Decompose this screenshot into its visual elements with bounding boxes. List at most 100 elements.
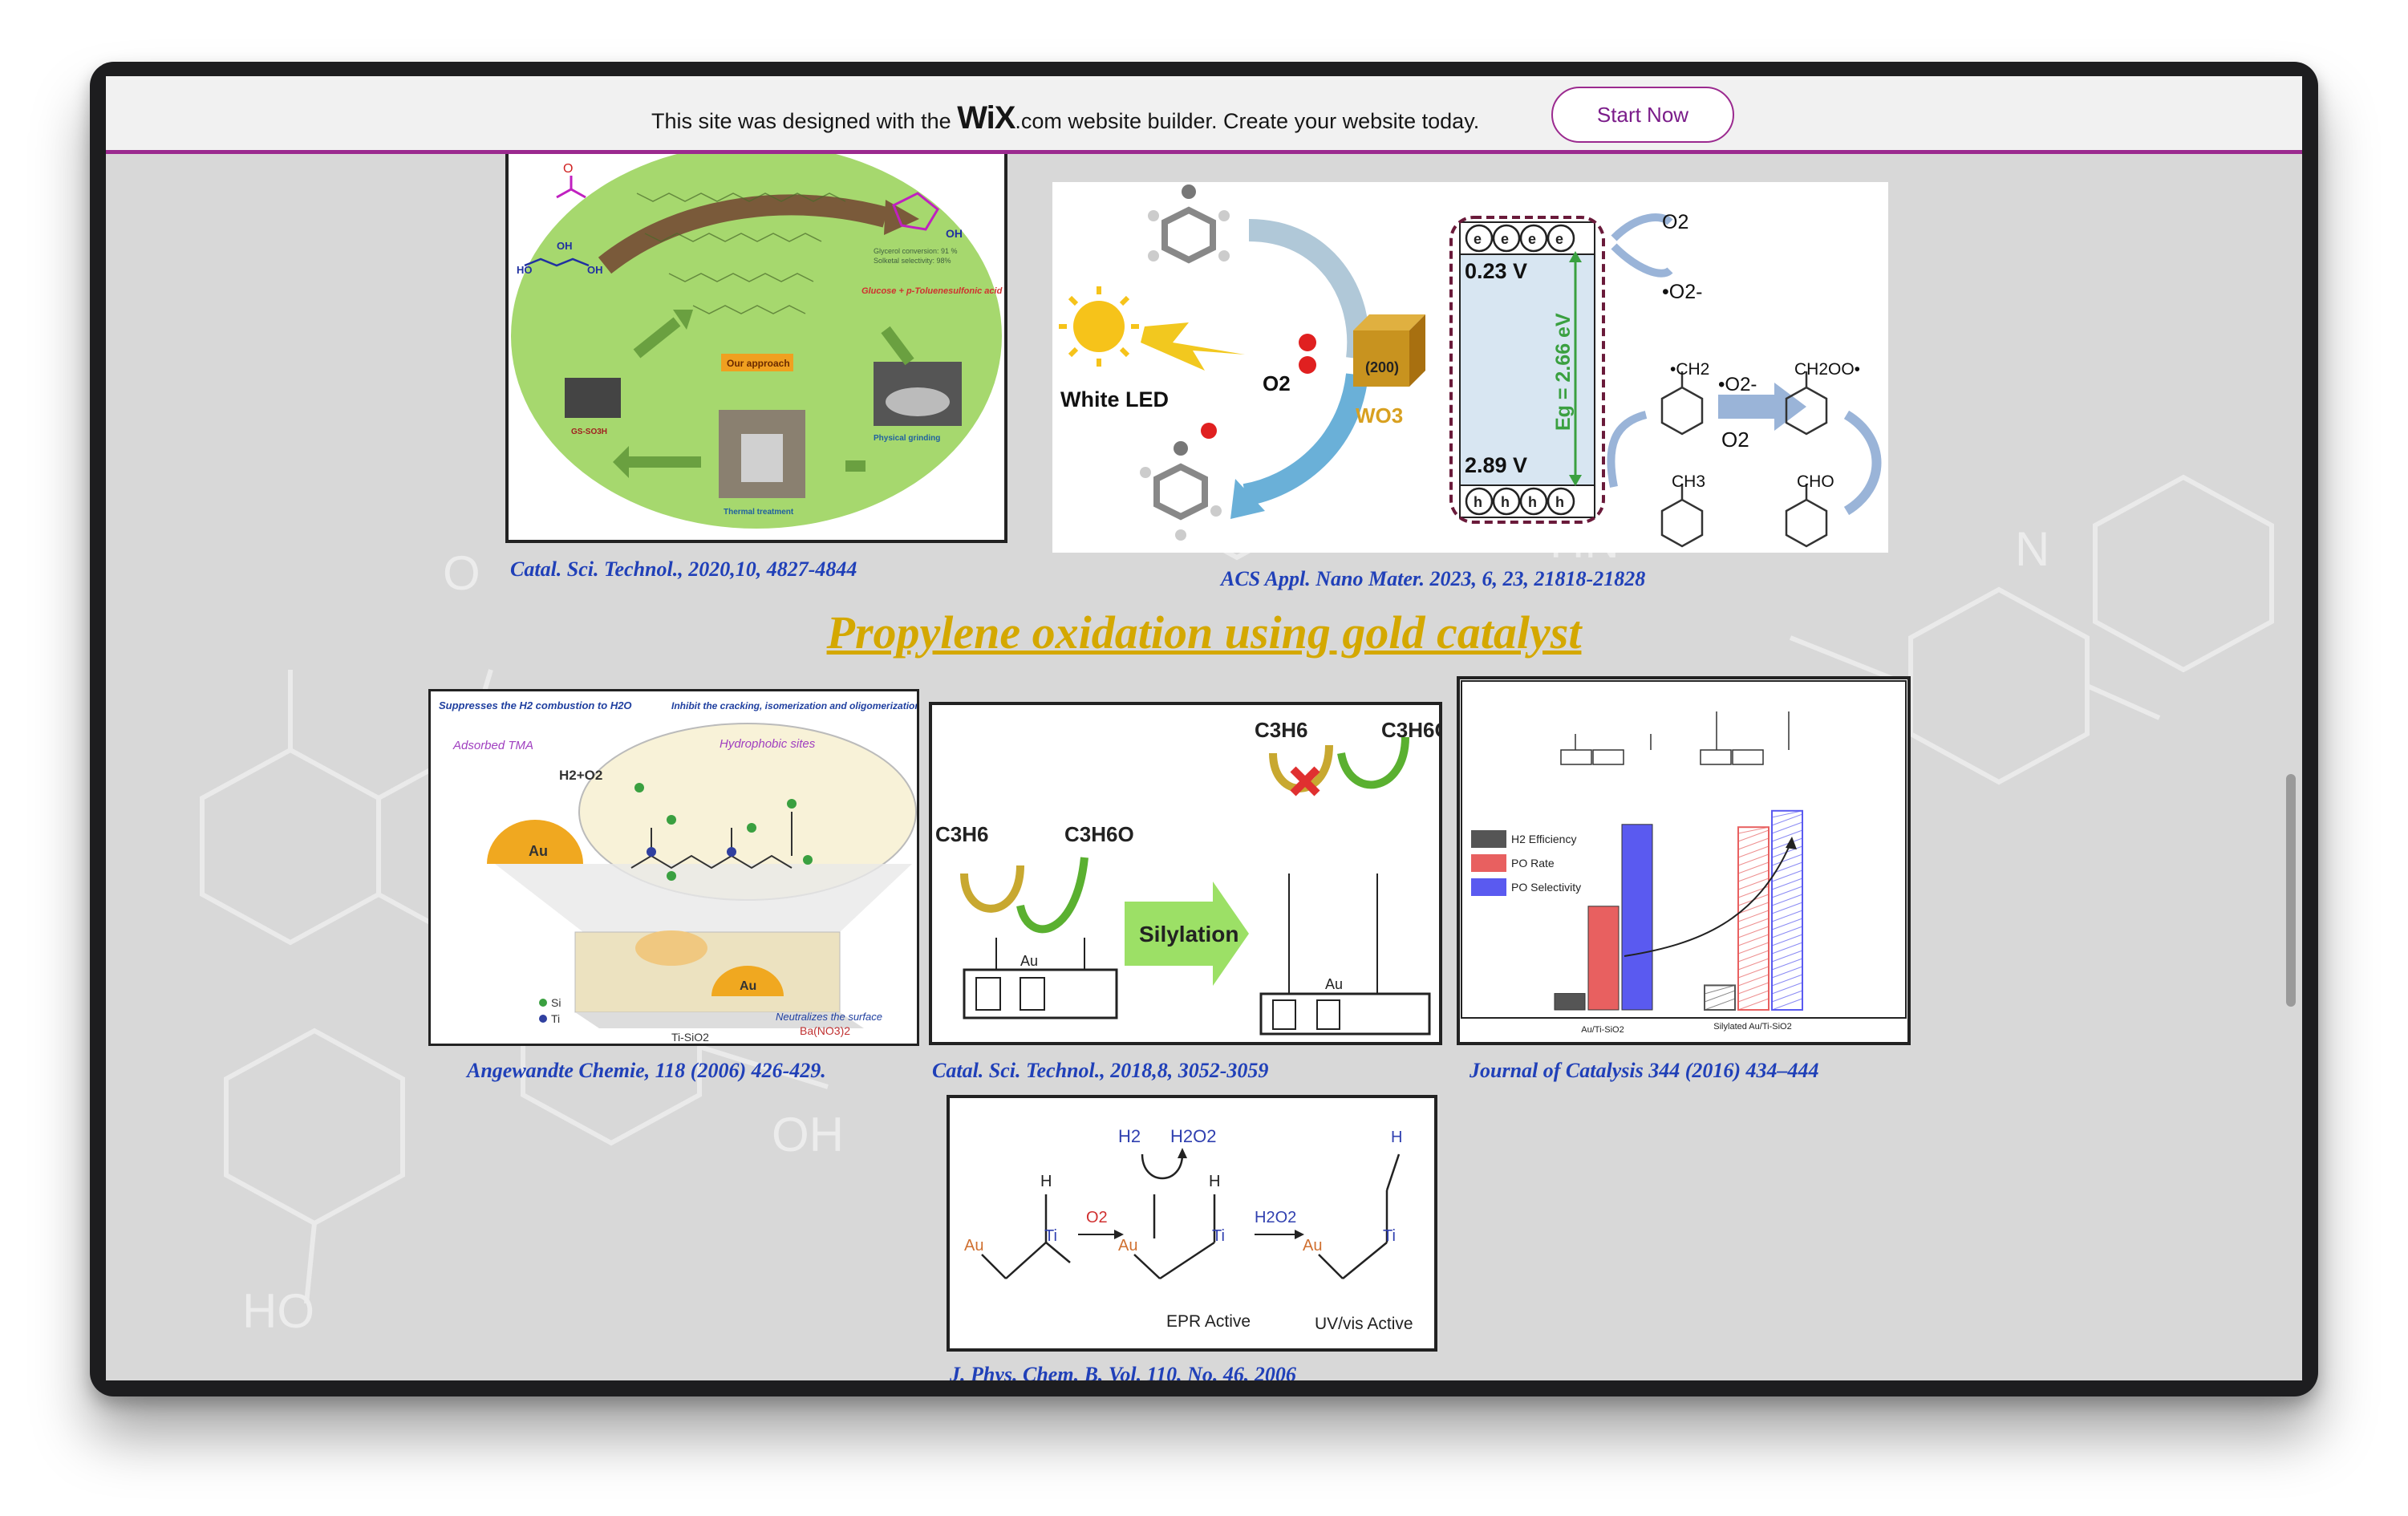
solketal-selectivity: Solketal selectivity: 98% bbox=[874, 257, 951, 265]
bar-hatch bbox=[1737, 958, 1770, 971]
svg-text:O: O bbox=[563, 162, 573, 176]
legend-swatch-3 bbox=[1471, 878, 1506, 896]
note-left: Suppresses the H2 combustion to H2O bbox=[439, 699, 632, 711]
start-now-button[interactable]: Start Now bbox=[1551, 87, 1734, 143]
bar-hatch bbox=[1771, 810, 1803, 818]
bar-hatch bbox=[1737, 869, 1770, 882]
svg-text:Ti: Ti bbox=[1212, 1227, 1225, 1245]
au-right: Au bbox=[1325, 976, 1343, 992]
tma-diagram: Au Au Suppresses the H2 combustion to H2… bbox=[439, 699, 917, 1044]
uvvis-active-label: UV/vis Active bbox=[1315, 1315, 1413, 1333]
bar-hatch bbox=[1737, 934, 1770, 946]
svg-text:Ti: Ti bbox=[1044, 1227, 1057, 1245]
wo3-cube bbox=[1353, 314, 1425, 387]
reactants-label: H2+O2 bbox=[559, 768, 602, 783]
catalyst-label: GS-SO3H bbox=[571, 428, 607, 436]
svg-text:HO: HO bbox=[242, 1284, 314, 1338]
chart-bar-2-1 bbox=[1587, 906, 1620, 1011]
svg-text:e: e bbox=[1528, 231, 1536, 247]
svg-text:Ti: Ti bbox=[1383, 1227, 1396, 1245]
figure-epr-mechanism: H2 H2O2 H H H Au Au Au Ti bbox=[947, 1095, 1437, 1352]
chart-category-2: Silylated Au/Ti-SiO2 bbox=[1713, 1022, 1791, 1032]
neutralizes-label: Neutralizes the surface bbox=[776, 1011, 882, 1023]
bar-hatch bbox=[1771, 910, 1803, 922]
cb-potential: 0.23 V bbox=[1465, 259, 1527, 283]
o2-mid-label: O2 bbox=[1721, 428, 1749, 452]
bar-hatch bbox=[1771, 813, 1803, 826]
au-label-large: Au bbox=[529, 843, 548, 859]
superoxide-mid-label: •O2- bbox=[1718, 374, 1757, 395]
bar-hatch bbox=[1704, 984, 1736, 987]
epr-diagram: H2 H2O2 H H H Au Au Au Ti bbox=[964, 1126, 1413, 1333]
svg-text:e: e bbox=[1501, 231, 1509, 247]
h2-label: H2 bbox=[1118, 1126, 1141, 1146]
bar-hatch bbox=[1737, 910, 1770, 922]
bar-hatch bbox=[1737, 826, 1770, 834]
legend-label-3: PO Selectivity bbox=[1511, 881, 1581, 894]
svg-text:Au: Au bbox=[1303, 1237, 1322, 1255]
bar-hatch bbox=[1737, 966, 1770, 979]
h2o2-top-label: H2O2 bbox=[1170, 1126, 1216, 1146]
bar-hatch bbox=[1771, 958, 1803, 971]
facet-label: (200) bbox=[1365, 359, 1399, 375]
white-led-label: White LED bbox=[1060, 387, 1169, 411]
wix-logo: WiX bbox=[957, 100, 1015, 136]
ch2-radical-label: •CH2 bbox=[1670, 360, 1709, 379]
bar-hatch bbox=[1737, 861, 1770, 874]
bar-hatch bbox=[1771, 942, 1803, 955]
po-left: C3H6O bbox=[1064, 822, 1134, 846]
bar-hatch bbox=[1771, 886, 1803, 898]
bar-hatch bbox=[1737, 974, 1770, 987]
bar-hatch bbox=[1771, 861, 1803, 874]
legend-swatch-1 bbox=[1471, 830, 1506, 848]
svg-text:h: h bbox=[1474, 494, 1482, 510]
caption-glycerol: Catal. Sci. Technol., 2020,10, 4827-4844 bbox=[510, 557, 857, 581]
superoxide-top-label: •O2- bbox=[1662, 281, 1702, 303]
svg-text:HO: HO bbox=[517, 264, 533, 276]
svg-text:H: H bbox=[1209, 1173, 1220, 1190]
section-title[interactable]: Propylene oxidation using gold catalyst bbox=[826, 606, 1582, 659]
barium-label: Ba(NO3)2 bbox=[800, 1024, 850, 1037]
benzaldehyde-molecule-bottom bbox=[1140, 423, 1222, 541]
chart-inset-structures bbox=[1560, 711, 1790, 765]
hydrophobic-sites: Hydrophobic sites bbox=[720, 737, 816, 751]
au-label-small: Au bbox=[740, 979, 756, 993]
bar-hatch bbox=[1737, 829, 1770, 842]
svg-text:OH: OH bbox=[772, 1108, 844, 1161]
wix-banner: This site was designed with the WiX.com … bbox=[106, 76, 2302, 154]
bar-hatch bbox=[1771, 966, 1803, 979]
bar-hatch bbox=[1771, 934, 1803, 946]
svg-text:O: O bbox=[443, 546, 480, 600]
bar-hatch bbox=[1771, 869, 1803, 882]
blocked-icon bbox=[1290, 766, 1320, 797]
note-right: Inhibit the cracking, isomerization and … bbox=[671, 700, 917, 711]
device-frame: O OH HO HN N N CO bbox=[90, 62, 2318, 1396]
chart-category-1: Au/Ti-SiO2 bbox=[1581, 1025, 1624, 1035]
caption-wo3: ACS Appl. Nano Mater. 2023, 6, 23, 21818… bbox=[1221, 567, 1646, 590]
reagents-label: Glucose + p-Toluenesulfonic acid + surfa… bbox=[861, 286, 1004, 296]
caption-epr: J. Phys. Chem. B, Vol. 110, No. 46, 2006 bbox=[950, 1363, 1296, 1380]
ch2oo-label: CH2OO• bbox=[1794, 360, 1860, 379]
bar-hatch bbox=[1771, 974, 1803, 987]
bar-hatch bbox=[1737, 902, 1770, 914]
bar-hatch bbox=[1737, 926, 1770, 938]
banner-message: This site was designed with the WiX.com … bbox=[651, 100, 1479, 136]
scrollbar-thumb[interactable] bbox=[2286, 774, 2296, 1007]
browser-viewport[interactable]: O OH HO HN N N CO bbox=[106, 76, 2302, 1380]
bar-hatch bbox=[1771, 918, 1803, 930]
step-thermal: Thermal treatment bbox=[724, 508, 794, 517]
au-left: Au bbox=[1020, 953, 1038, 969]
bar-hatch bbox=[1737, 942, 1770, 955]
bar-hatch bbox=[1771, 902, 1803, 914]
bar-hatch bbox=[1737, 853, 1770, 866]
legend-swatch-2 bbox=[1471, 854, 1506, 872]
sun-icon bbox=[1059, 286, 1139, 367]
bar-hatch bbox=[1704, 990, 1736, 1003]
bar-hatch bbox=[1737, 918, 1770, 930]
bar-hatch bbox=[1771, 894, 1803, 906]
wo3-label: WO3 bbox=[1356, 403, 1403, 428]
bar-hatch bbox=[1737, 845, 1770, 858]
legend-ti: Ti bbox=[551, 1012, 560, 1025]
bar-hatch bbox=[1771, 998, 1803, 1011]
banner-text-before: This site was designed with the bbox=[651, 109, 958, 133]
